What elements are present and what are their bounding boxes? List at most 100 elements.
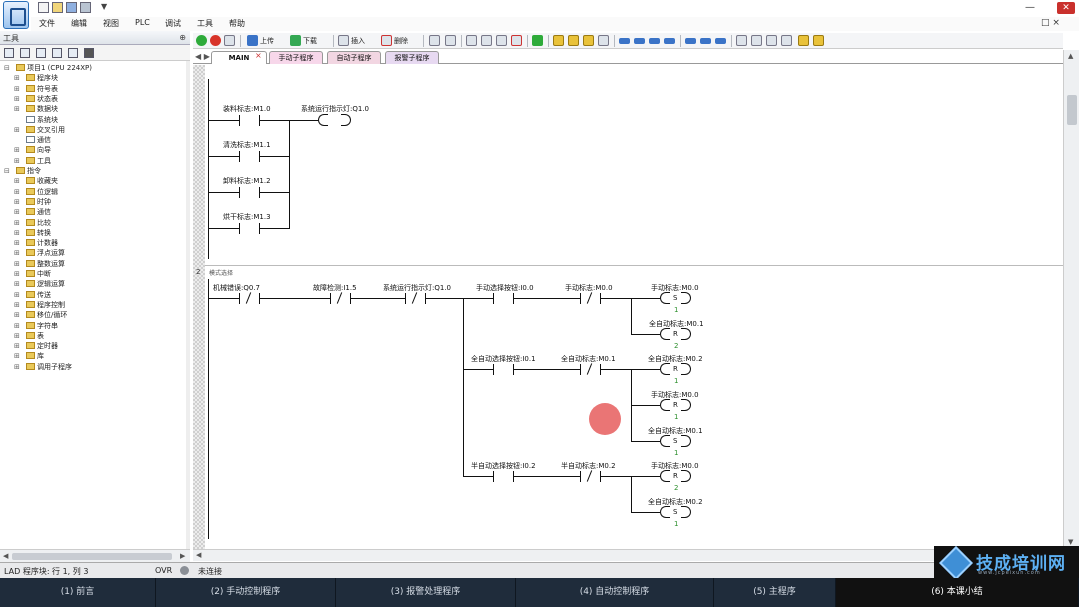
tree-item[interactable]: ⊟项目1 (CPU 224XP) — [4, 63, 92, 73]
toolbar-tool-icon[interactable] — [445, 35, 456, 46]
expand-icon[interactable]: ⊞ — [14, 249, 20, 258]
tree-item[interactable]: 通信 — [26, 135, 51, 145]
tree-item[interactable]: ⊞交叉引用 — [14, 125, 65, 135]
tree-item[interactable]: ⊞程序块 — [14, 73, 58, 83]
scroll-left-icon[interactable]: ◀ — [196, 551, 202, 559]
tree-item[interactable]: ⊞整数运算 — [14, 259, 65, 269]
contact-tool-icon[interactable] — [634, 38, 645, 44]
tab-alarm-subroutine[interactable]: 报警子程序 — [385, 51, 439, 64]
toolbar-tool-icon[interactable] — [568, 35, 579, 46]
tree-tool-4-icon[interactable] — [52, 48, 62, 58]
compile-icon[interactable] — [224, 35, 235, 46]
editor-horizontal-scrollbar[interactable]: ◀ ▶ — [193, 549, 1063, 561]
expand-icon[interactable]: ⊞ — [14, 290, 20, 299]
chapter-3[interactable]: (3) 报警处理程序 — [336, 578, 516, 607]
print-icon[interactable] — [80, 2, 91, 13]
expand-icon[interactable]: ⊞ — [14, 331, 20, 340]
chapter-6[interactable]: (6) 本课小结 — [836, 578, 1079, 607]
expand-icon[interactable]: ⊞ — [14, 156, 20, 165]
contact-tool-icon[interactable] — [619, 38, 630, 44]
chapter-2[interactable]: (2) 手动控制程序 — [156, 578, 336, 607]
expand-icon[interactable]: ⊞ — [14, 218, 20, 227]
menu-edit[interactable]: 编辑 — [71, 19, 87, 28]
coil-tool-icon[interactable] — [685, 38, 696, 44]
scroll-down-icon[interactable]: ▼ — [1068, 538, 1074, 546]
tree-vertical-scrollbar[interactable] — [186, 61, 190, 549]
chapter-1[interactable]: (1) 前言 — [0, 578, 156, 607]
tree-item[interactable]: ⊞状态表 — [14, 94, 58, 104]
tree-item[interactable]: ⊞中断 — [14, 269, 51, 279]
save-icon[interactable] — [66, 2, 77, 13]
toolbar-tool-icon[interactable] — [496, 35, 507, 46]
delete-icon[interactable] — [381, 35, 392, 46]
insert-icon[interactable] — [338, 35, 349, 46]
menu-file[interactable]: 文件 — [39, 19, 55, 28]
toolbar-tool-icon[interactable] — [766, 35, 777, 46]
tree-item[interactable]: ⊞程序控制 — [14, 300, 65, 310]
toolbar-tool-icon[interactable] — [781, 35, 792, 46]
expand-icon[interactable]: ⊞ — [14, 187, 20, 196]
expand-icon[interactable]: ⊞ — [14, 197, 20, 206]
tree-tool-6-icon[interactable] — [84, 48, 94, 58]
scroll-up-icon[interactable]: ▲ — [1068, 52, 1074, 60]
tree-item[interactable]: ⊞工具 — [14, 156, 51, 166]
tree-item[interactable]: ⊞移位/循环 — [14, 310, 67, 320]
run-icon[interactable] — [196, 35, 207, 46]
expand-icon[interactable]: ⊞ — [14, 352, 20, 361]
tree-horizontal-scrollbar[interactable]: ◀ ▶ — [0, 549, 190, 562]
download-button[interactable]: 下载 — [303, 37, 317, 45]
expand-icon[interactable]: ⊟ — [4, 167, 10, 175]
stop-icon[interactable] — [210, 35, 221, 46]
editor-vertical-scrollbar[interactable]: ▲ ▼ — [1063, 50, 1079, 550]
toolbar-tool-icon[interactable] — [598, 35, 609, 46]
upload-button[interactable]: 上传 — [260, 37, 274, 45]
chapter-5[interactable]: (5) 主程序 — [714, 578, 836, 607]
tree-item[interactable]: ⊞符号表 — [14, 84, 58, 94]
tab-close-icon[interactable]: × — [255, 51, 262, 60]
tree-item[interactable]: ⊞位逻辑 — [14, 187, 58, 197]
expand-icon[interactable]: ⊞ — [14, 94, 20, 103]
tree-item[interactable]: ⊞定时器 — [14, 341, 58, 351]
new-file-icon[interactable] — [38, 2, 49, 13]
delete-button[interactable]: 删除 — [394, 37, 408, 45]
expand-icon[interactable]: ⊞ — [14, 280, 20, 289]
app-logo-icon[interactable] — [3, 1, 29, 29]
tree-tool-5-icon[interactable] — [68, 48, 78, 58]
tree-tool-3-icon[interactable] — [36, 48, 46, 58]
insert-button[interactable]: 插入 — [351, 37, 365, 45]
tree-item[interactable]: ⊞收藏夹 — [14, 176, 58, 186]
toolbar-tool-icon[interactable] — [798, 35, 809, 46]
scroll-right-icon[interactable]: ▶ — [180, 552, 186, 560]
expand-icon[interactable]: ⊞ — [14, 362, 20, 371]
menu-debug[interactable]: 调试 — [165, 19, 181, 28]
tree-item[interactable]: ⊞向导 — [14, 145, 51, 155]
network-comment[interactable]: 模式选择 — [209, 270, 234, 277]
expand-icon[interactable]: ⊞ — [14, 342, 20, 351]
tree-item[interactable]: ⊞传送 — [14, 290, 51, 300]
contact-tool-icon[interactable] — [664, 38, 675, 44]
quick-access-dropdown-icon[interactable]: ▼ — [101, 2, 108, 11]
contact-tool-icon[interactable] — [649, 38, 660, 44]
tree-item[interactable]: ⊞表 — [14, 331, 44, 341]
download-icon[interactable] — [290, 35, 301, 46]
expand-icon[interactable]: ⊞ — [14, 74, 20, 83]
expand-icon[interactable]: ⊞ — [14, 239, 20, 248]
toolbar-tool-icon[interactable] — [813, 35, 824, 46]
tree-item[interactable]: ⊞比较 — [14, 218, 51, 228]
toolbar-tool-icon[interactable] — [532, 35, 543, 46]
tab-main[interactable]: MAIN — [211, 51, 267, 64]
expand-icon[interactable]: ⊞ — [14, 146, 20, 155]
line-tool-icon[interactable] — [715, 38, 726, 44]
close-window-button[interactable]: ✕ — [1057, 2, 1075, 14]
ladder-editor[interactable]: 装料标志:M1.0 系统运行指示灯:Q1.0 清洗标志:M1.1 卸料标志:M1… — [193, 65, 1063, 549]
expand-icon[interactable]: ⊟ — [4, 64, 10, 72]
menu-view[interactable]: 视图 — [103, 19, 119, 28]
toolbar-tool-icon[interactable] — [466, 35, 477, 46]
expand-icon[interactable]: ⊞ — [14, 208, 20, 217]
toolbar-tool-icon[interactable] — [481, 35, 492, 46]
pin-icon[interactable]: ⊕ — [179, 33, 186, 42]
tree-item[interactable]: ⊞计数器 — [14, 238, 58, 248]
toolbar-tool-icon[interactable] — [553, 35, 564, 46]
tab-auto-subroutine[interactable]: 自动子程序 — [327, 51, 381, 64]
upload-icon[interactable] — [247, 35, 258, 46]
